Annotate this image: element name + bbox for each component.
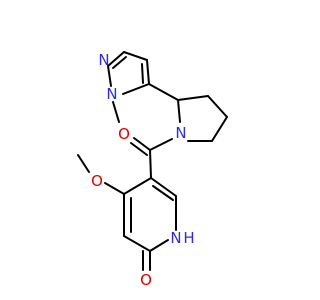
bond-carbonyl-c-ring — [149, 149, 152, 179]
bond-c5-n1 — [122, 83, 150, 95]
atom-n-pyridone: N H — [170, 229, 194, 247]
bond-n1-n2 — [107, 65, 112, 87]
atom-label-hydrogen: H — [183, 229, 194, 247]
bond-ring-c5-c6-double — [152, 185, 174, 201]
bond-ring-c4-c5 — [123, 177, 152, 195]
bond-n2-c3-double — [112, 56, 127, 69]
atom-label: O — [140, 271, 152, 289]
atom-label: N — [175, 124, 186, 142]
bond-carbonyl-c-o — [133, 137, 151, 151]
bond-pyr-n-c2 — [177, 99, 181, 123]
bond-n-carbonyl-c — [149, 138, 173, 151]
bond-c3-c4 — [123, 51, 148, 61]
atom-label: N — [106, 85, 117, 103]
atom-labels: N N N O O N H O — [91, 51, 195, 289]
bond-n2-c3 — [107, 51, 125, 67]
bond-n1-methyl — [112, 101, 120, 123]
bond-ring-n1-c2 — [149, 239, 169, 252]
atom-o-pyridone: O — [140, 271, 152, 289]
atom-label: N — [98, 51, 109, 69]
bond-pyr-c2-c3 — [177, 95, 209, 101]
molecule-drawing: N N N O O N H O — [77, 51, 228, 289]
atom-label: N — [170, 229, 181, 247]
bond-ring-c2-c3 — [123, 235, 151, 252]
atom-o-methoxy: O — [91, 172, 103, 190]
bond-pyr-c3-c4 — [207, 95, 228, 118]
atom-label: O — [91, 172, 103, 190]
atom-label: O — [118, 125, 130, 143]
atom-n-pyrazole-top: N — [98, 51, 109, 69]
atom-n-pyrrolidine: N — [175, 124, 186, 142]
bond-pyr-c4-c5 — [211, 116, 228, 142]
bond-c4-c5 — [146, 59, 150, 85]
bond-methoxy-o-ch3 — [77, 154, 90, 173]
bonds — [77, 51, 228, 271]
bond-c4-c5-double — [141, 63, 144, 84]
atom-o-carbonyl: O — [118, 125, 130, 143]
bond-ring-c5-c6 — [150, 177, 177, 197]
bond-c4-methoxy-o — [104, 182, 125, 195]
structure-canvas: N N N O O N H O — [77, 51, 228, 289]
atom-n-pyrazole-methyl: N — [106, 85, 117, 103]
bond-c5-pyrrolidine — [148, 83, 179, 101]
bond-carbonyl-c-o-double — [130, 142, 148, 156]
